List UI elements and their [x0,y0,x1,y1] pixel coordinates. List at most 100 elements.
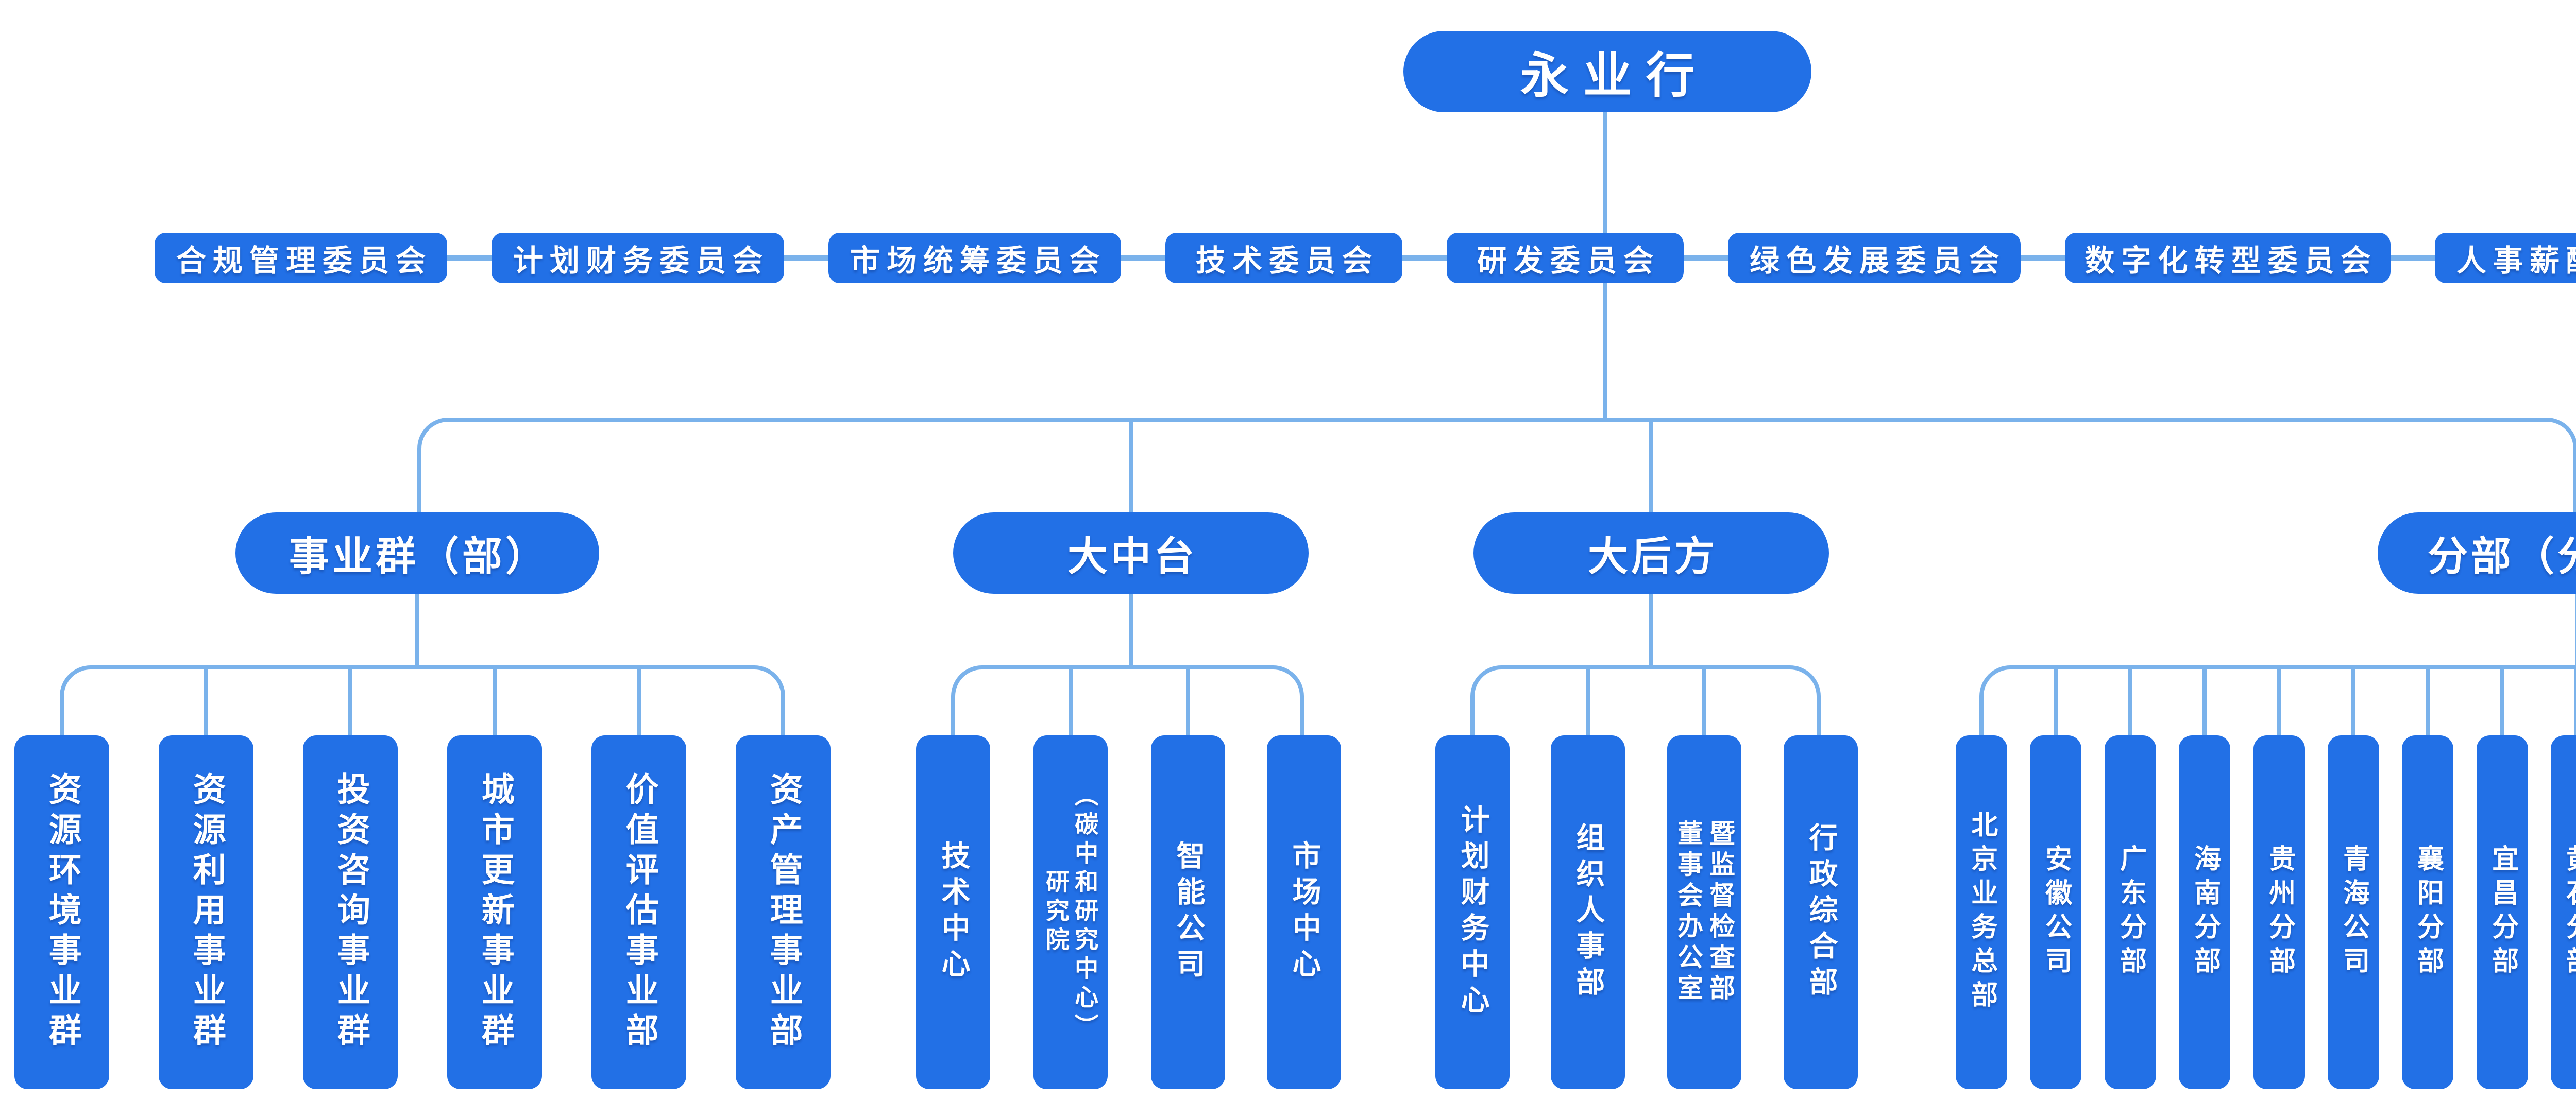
committee-link-line [1121,255,1165,261]
group-drop-line [1129,418,1133,512]
child-node-label: 襄阳分部 [2412,844,2444,981]
child-stub-line [2426,667,2430,735]
child-node: 组织人事部 [1551,735,1625,1089]
child-stub-line [204,667,208,735]
child-node: 市场中心 [1267,735,1341,1089]
group-drop-line [1649,418,1653,512]
committee-node: 绿色发展委员会 [1728,233,2021,283]
child-node: 资源利用事业群 [159,735,253,1089]
child-node: 黄石分部 [2551,735,2576,1089]
child-node: 海南分部 [2179,735,2230,1089]
child-node: 资产管理事业部 [736,735,831,1089]
child-node: 宜昌分部 [2477,735,2528,1089]
subline-group4 [2012,665,2576,669]
child-node-label: 行政综合部 [1804,822,1838,1003]
committee-link-line [2021,255,2065,261]
child-stub-line [1702,667,1706,735]
committee-node: 数字化转型委员会 [2065,233,2391,283]
distributor-elbow-right [2545,418,2576,512]
group-header-node: 大后方 [1473,512,1829,594]
group-header-node: 事业群（部） [235,512,599,594]
child-stub-line [637,667,641,735]
committee-link-line [1684,255,1728,261]
header-drop-line [1129,594,1133,669]
child-node-label: 黄石分部 [2561,844,2576,981]
child-stub-line [2202,667,2207,735]
subline-group2 [984,665,1273,669]
subline-elbow [1979,665,2012,735]
subline-group3 [1503,665,1790,669]
child-node-label: 宜昌分部 [2487,844,2518,981]
child-node-label: 安徽公司 [2040,844,2072,981]
child-node-label: 广东分部 [2115,844,2146,981]
distributor-elbow-left [417,418,450,512]
child-stub-line [348,667,352,735]
child-node: 襄阳分部 [2402,735,2453,1089]
child-stub-line [1186,667,1190,735]
committee-link-line [1402,255,1447,261]
committee-link-line [2391,255,2435,261]
child-node-label: 研究院 （碳中和研究中心） [1042,782,1099,1042]
child-node-label: 投资咨询事业群 [331,771,370,1053]
committee-node: 合规管理委员会 [155,233,447,283]
child-node-label: 智能公司 [1172,840,1206,985]
child-stub-line [2574,667,2576,735]
subline-elbow [60,665,93,735]
child-node: 智能公司 [1151,735,1225,1089]
subline-group1 [93,665,752,669]
subline-elbow [1788,665,1821,735]
child-node: 董事会办公室 暨监督检查部 [1667,735,1741,1089]
child-node: 行政综合部 [1784,735,1858,1089]
child-stub-line [1586,667,1590,735]
child-node-label: 北京业务总部 [1966,810,1997,1015]
subline-elbow [1271,665,1304,735]
child-node-label: 董事会办公室 暨监督检查部 [1673,819,1735,1005]
committee-node: 市场统筹委员会 [828,233,1121,283]
child-node: 技术中心 [916,735,990,1089]
child-node: 资源环境事业群 [14,735,109,1089]
child-stub-line [2351,667,2355,735]
child-stub-line [2128,667,2132,735]
group-header-node: 分部（分公司） [2378,512,2576,594]
header-drop-line [1649,594,1653,669]
child-node: 投资咨询事业群 [303,735,398,1089]
child-stub-line [2054,667,2058,735]
group-header-node: 大中台 [953,512,1309,594]
child-stub-line [2277,667,2281,735]
child-node: 城市更新事业群 [447,735,542,1089]
header-drop-line [415,594,419,669]
child-node-label: 技术中心 [937,840,971,985]
child-node-label: 城市更新事业群 [476,771,514,1053]
child-stub-line [1069,667,1073,735]
distributor-line [448,418,2547,422]
child-node-label: 组织人事部 [1571,822,1605,1003]
child-node-label: 青海公司 [2338,844,2369,981]
child-stub-line [493,667,497,735]
child-node-label: 贵州分部 [2264,844,2295,981]
committee-link-line [447,255,492,261]
child-node: 研究院 （碳中和研究中心） [1033,735,1108,1089]
child-node-label: 海南分部 [2189,844,2221,981]
child-node-label: 资源利用事业群 [187,771,226,1053]
committee-node: 计划财务委员会 [492,233,784,283]
child-node-label: 市场中心 [1287,840,1321,985]
committee-node: 研发委员会 [1447,233,1684,283]
subline-elbow [752,665,785,735]
child-node-label: 价值评估事业部 [620,771,658,1053]
child-node: 北京业务总部 [1956,735,2007,1089]
child-node-label: 计划财务中心 [1456,804,1490,1021]
child-stub-line [2500,667,2504,735]
committee-link-line [784,255,828,261]
committee-node: 人事薪酬委员会 [2435,233,2576,283]
child-node-label: 资源环境事业群 [43,771,81,1053]
subline-elbow [951,665,984,735]
child-node-label: 资产管理事业部 [764,771,803,1053]
child-node: 计划财务中心 [1435,735,1510,1089]
root-node: 永业行 [1403,31,1811,112]
committee-node: 技术委员会 [1165,233,1402,283]
subline-elbow [1470,665,1503,735]
child-node: 广东分部 [2105,735,2156,1089]
child-node: 安徽公司 [2030,735,2081,1089]
child-node: 青海公司 [2328,735,2379,1089]
child-node: 贵州分部 [2253,735,2305,1089]
